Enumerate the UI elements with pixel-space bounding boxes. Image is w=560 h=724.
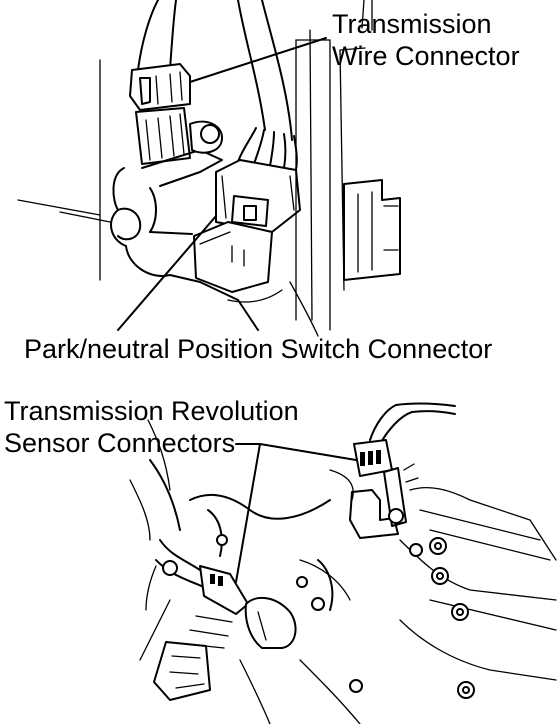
label-line-1: Transmission <box>332 9 492 39</box>
bottom-illustration <box>129 402 557 724</box>
revolution-sensor-connector-upper <box>349 439 419 539</box>
park-neutral-switch-connector <box>193 159 301 293</box>
transmission-wire-connector <box>129 63 191 165</box>
label-transmission-wire-connector: Transmission Wire Connector <box>332 9 520 71</box>
top-illustration <box>17 0 401 337</box>
label-park-neutral-switch-connector: Park/neutral Position Switch Connector <box>24 334 492 364</box>
leader-line-park-neutral <box>117 215 217 331</box>
leader-line-sensor <box>235 443 357 583</box>
leader-line-wire-connector <box>189 37 327 83</box>
revolution-sensor-connector-lower <box>199 565 297 649</box>
label-line-1: Transmission Revolution <box>4 396 299 426</box>
label-revolution-sensor-connectors: Transmission Revolution Sensor Connector… <box>4 396 299 458</box>
label-line-2: Sensor Connectors <box>4 428 235 458</box>
label-line-2: Wire Connector <box>332 41 520 71</box>
